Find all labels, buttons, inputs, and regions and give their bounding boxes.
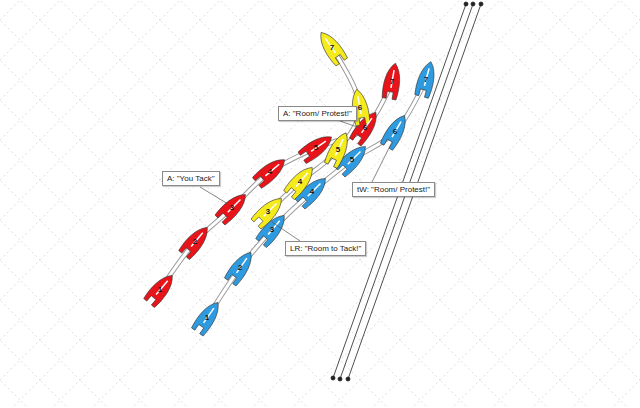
position-number: 6 <box>393 128 397 136</box>
boom-line <box>156 281 168 295</box>
position-number: 3 <box>230 204 234 212</box>
boom-line <box>424 68 429 85</box>
position-number: 7 <box>390 78 394 86</box>
boom-line <box>264 204 277 217</box>
boat-hull <box>380 112 412 151</box>
boom-line <box>204 308 214 323</box>
position-number: 4 <box>268 168 272 176</box>
boat-hull <box>178 222 213 260</box>
boat-hull <box>283 162 318 200</box>
callout-text: A: "Room/ Protest!" <box>283 109 352 118</box>
boat-hull <box>191 298 225 337</box>
position-number: 4 <box>298 178 302 186</box>
boat-hull <box>414 60 439 99</box>
track-line <box>268 48 360 212</box>
position-number: 4 <box>310 188 314 196</box>
boat-hull <box>250 193 287 230</box>
boom-line <box>325 38 335 53</box>
boom-line <box>268 221 280 235</box>
boom-line <box>296 173 308 187</box>
boat-hull <box>214 189 251 226</box>
boom-line <box>392 122 401 138</box>
boom-line <box>311 141 326 151</box>
boat-hull <box>252 154 290 189</box>
boat-hull <box>315 28 349 67</box>
position-number: 5 <box>336 146 340 154</box>
callout-text: A: "You Tack" <box>167 174 215 183</box>
position-number: 6 <box>358 104 362 112</box>
position-number: 1 <box>205 314 209 322</box>
boat-hull <box>224 248 258 287</box>
callout-box: tW: "Room/ Protest!" <box>352 182 435 197</box>
boom-line <box>237 258 247 273</box>
position-number: 3 <box>266 208 270 216</box>
boom-line <box>191 233 203 247</box>
boat-hull <box>143 270 178 308</box>
callout-text: LR: "Room to Tack!" <box>290 244 361 253</box>
position-number: 6 <box>363 124 367 132</box>
boat-hulls <box>143 28 439 337</box>
track-line <box>207 80 426 318</box>
boom-line <box>362 118 372 133</box>
boom-line <box>308 184 321 197</box>
position-number: 5 <box>350 156 354 164</box>
callout-box: A: "You Tack" <box>162 171 220 186</box>
boom-line <box>335 139 343 155</box>
boat-hull <box>381 62 403 100</box>
callout-box: LR: "Room to Tack!" <box>285 241 366 256</box>
position-number: 3 <box>270 226 274 234</box>
boom-line <box>348 152 361 165</box>
leader-lines <box>200 121 392 241</box>
callout-text: tW: "Room/ Protest!" <box>357 185 430 194</box>
position-number: 2 <box>193 238 197 246</box>
boom-line <box>265 164 279 176</box>
position-number: 7 <box>330 44 334 52</box>
position-number: 2 <box>238 264 242 272</box>
position-number: 5 <box>314 144 318 152</box>
boom-line <box>228 200 241 213</box>
position-number: 1 <box>158 286 162 294</box>
callout-box: A: "Room/ Protest!" <box>278 106 357 121</box>
obstruction-lines <box>331 2 483 381</box>
track-line <box>207 80 426 318</box>
position-number: 7 <box>424 76 428 84</box>
track-line <box>268 48 360 212</box>
